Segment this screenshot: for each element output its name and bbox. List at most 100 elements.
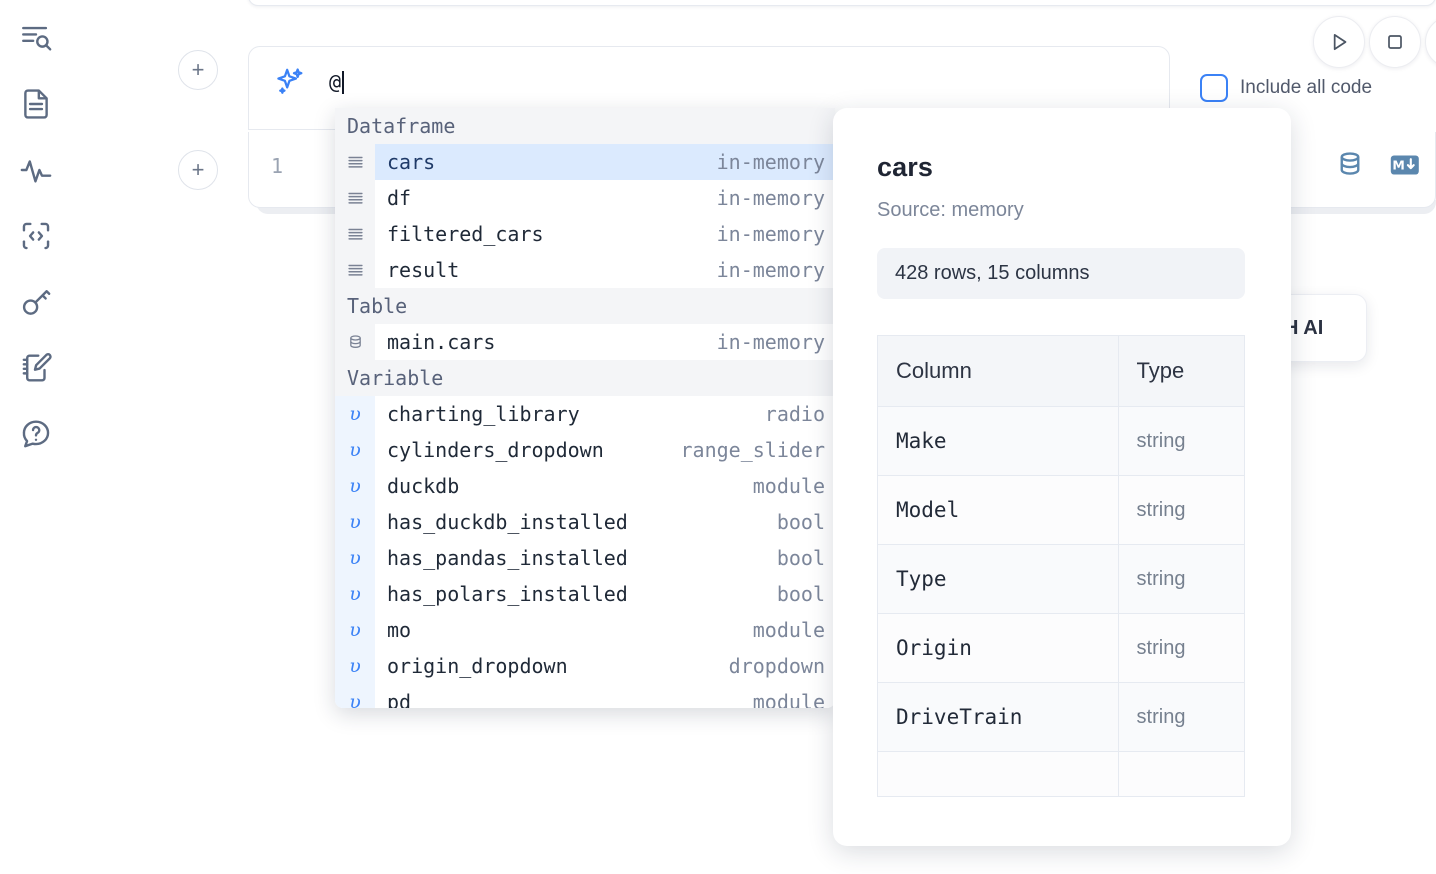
doc-schema-column-name: Make bbox=[877, 406, 1119, 476]
autocomplete-item-name: filtered_cars bbox=[387, 222, 544, 246]
autocomplete-item-name: cylinders_dropdown bbox=[387, 438, 604, 462]
notebook-edit-icon[interactable] bbox=[14, 346, 58, 390]
generate-with-ai-label: H AI bbox=[1284, 316, 1324, 339]
doc-schema-column-name bbox=[877, 751, 1119, 797]
doc-schema-column-name: Type bbox=[877, 544, 1119, 614]
autocomplete-item-type: range_slider bbox=[680, 438, 826, 462]
variable-icon: υ bbox=[335, 540, 375, 576]
autocomplete-item-name: result bbox=[387, 258, 460, 282]
run-button[interactable] bbox=[1313, 16, 1365, 68]
autocomplete-item-type: bool bbox=[776, 510, 825, 534]
add-cell-button-below[interactable]: + bbox=[178, 150, 218, 190]
autocomplete-item-type: dropdown bbox=[728, 654, 825, 678]
autocomplete-item-name: main.cars bbox=[387, 330, 496, 354]
doc-source: Source: memory bbox=[877, 199, 1024, 221]
add-cell-button-above[interactable]: + bbox=[178, 50, 218, 90]
autocomplete-item-name: pd bbox=[387, 690, 412, 708]
autocomplete-item-type: in-memory bbox=[716, 186, 825, 210]
ai-prompt-input-wrapper[interactable]: @ bbox=[329, 71, 1169, 94]
autocomplete-item-name: cars bbox=[387, 150, 436, 174]
doc-schema-column-type: string bbox=[1117, 682, 1246, 752]
autocomplete-item-name: has_polars_installed bbox=[387, 582, 628, 606]
autocomplete-item[interactable]: main.cars in-memory bbox=[335, 324, 835, 360]
sidebar-rail bbox=[0, 0, 72, 874]
doc-schema-column-header: Type bbox=[1117, 335, 1246, 407]
database-icon bbox=[335, 324, 375, 360]
variable-icon: υ bbox=[335, 432, 375, 468]
doc-schema-column-type: string bbox=[1117, 406, 1246, 476]
database-icon[interactable] bbox=[1335, 150, 1365, 185]
previous-cell-card bbox=[248, 0, 1436, 6]
ai-prompt-input[interactable]: @ bbox=[329, 70, 342, 94]
completion-documentation-panel: cars Source: memory 428 rows, 15 columns… bbox=[833, 108, 1291, 846]
autocomplete-item-name: mo bbox=[387, 618, 412, 642]
autocomplete-item-name: has_pandas_installed bbox=[387, 546, 628, 570]
doc-schema-column-type bbox=[1117, 751, 1246, 797]
autocomplete-item-type: bool bbox=[776, 582, 825, 606]
doc-schema-column-header: Column bbox=[877, 335, 1119, 407]
doc-schema-column-type: string bbox=[1117, 475, 1246, 545]
document-icon[interactable] bbox=[14, 82, 58, 126]
outline-search-icon[interactable] bbox=[14, 16, 58, 60]
include-all-code-toggle[interactable]: Include all code bbox=[1200, 74, 1372, 102]
dataframe-icon bbox=[335, 180, 375, 216]
variable-icon: υ bbox=[335, 684, 375, 708]
doc-schema-column-name: Origin bbox=[877, 613, 1119, 683]
code-snippet-icon[interactable] bbox=[14, 214, 58, 258]
autocomplete-group-label: Variable bbox=[335, 360, 835, 396]
activity-pulse-icon[interactable] bbox=[14, 148, 58, 192]
autocomplete-item-type: module bbox=[752, 618, 825, 642]
dataframe-icon bbox=[335, 144, 375, 180]
doc-schema-row bbox=[877, 751, 1246, 797]
autocomplete-item-type: radio bbox=[764, 402, 825, 426]
include-all-code-checkbox[interactable] bbox=[1200, 74, 1228, 102]
autocomplete-item-type: module bbox=[752, 474, 825, 498]
help-chat-icon[interactable] bbox=[14, 412, 58, 456]
include-all-code-label: Include all code bbox=[1240, 77, 1373, 98]
autocomplete-item[interactable]: df in-memory bbox=[335, 180, 835, 216]
svg-text:M: M bbox=[1392, 158, 1404, 173]
doc-schema-column-type: string bbox=[1117, 613, 1246, 683]
autocomplete-item[interactable]: υ cylinders_dropdown range_slider bbox=[335, 432, 835, 468]
doc-schema-column-type: string bbox=[1117, 544, 1246, 614]
autocomplete-item[interactable]: υ has_duckdb_installed bool bbox=[335, 504, 835, 540]
markdown-icon[interactable]: M bbox=[1390, 154, 1420, 181]
variable-icon: υ bbox=[335, 396, 375, 432]
key-icon[interactable] bbox=[14, 280, 58, 324]
doc-shape-badge: 428 rows, 15 columns bbox=[877, 248, 1245, 299]
autocomplete-group-label: Dataframe bbox=[335, 108, 835, 144]
variable-icon: υ bbox=[335, 468, 375, 504]
more-actions-button[interactable] bbox=[1425, 16, 1436, 68]
autocomplete-item-type: in-memory bbox=[716, 330, 825, 354]
variable-icon: υ bbox=[335, 504, 375, 540]
autocomplete-item-name: df bbox=[387, 186, 412, 210]
autocomplete-group-label: Table bbox=[335, 288, 835, 324]
stop-button[interactable] bbox=[1369, 16, 1421, 68]
doc-title: cars bbox=[877, 152, 933, 182]
doc-schema-column-name: DriveTrain bbox=[877, 682, 1119, 752]
text-caret bbox=[342, 71, 345, 94]
dataframe-icon bbox=[335, 252, 375, 288]
doc-schema-column-name: Model bbox=[877, 475, 1119, 545]
variable-icon: υ bbox=[335, 648, 375, 684]
autocomplete-item-name: has_duckdb_installed bbox=[387, 510, 628, 534]
